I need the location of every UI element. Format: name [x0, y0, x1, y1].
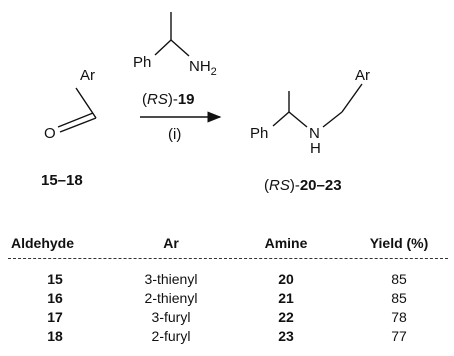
reagent-ph-label: Ph	[133, 54, 151, 71]
cell-amine: 21	[278, 290, 294, 306]
reaction-scheme: Ar O 15–18 Ph NH2 (RS)-19 (i) Ph N H Ar …	[41, 12, 370, 194]
cell-aldehyde: 15	[47, 271, 63, 287]
cell-yield: 85	[391, 271, 407, 287]
cell-aldehyde: 17	[47, 309, 63, 325]
cell-yield: 78	[391, 309, 407, 325]
table-divider	[8, 258, 448, 259]
cell-ar: 3-furyl	[151, 309, 191, 325]
cell-ar: 2-thienyl	[144, 290, 198, 306]
cell-aldehyde: 16	[47, 290, 63, 306]
product-compound-label: (RS)-20–23	[264, 177, 342, 194]
cell-ar: 2-furyl	[151, 328, 191, 344]
cell-aldehyde: 18	[47, 328, 63, 344]
reagent-structure: Ph NH2	[133, 12, 217, 78]
cell-amine: 20	[278, 271, 294, 287]
cell-amine: 23	[278, 328, 294, 344]
cell-amine: 22	[278, 309, 294, 325]
header-ar: Ar	[163, 235, 179, 251]
aldehyde-oxygen-label: O	[44, 125, 56, 142]
reaction-condition: (i)	[168, 126, 181, 143]
header-yield: Yield (%)	[369, 235, 429, 251]
cell-ar: 3-thienyl	[144, 271, 198, 287]
header-amine: Amine	[264, 235, 308, 251]
reagent-nh2-label: NH2	[189, 58, 217, 78]
product-ar-label: Ar	[355, 67, 370, 84]
aldehyde-structure: Ar O	[44, 67, 97, 142]
product-ph-label: Ph	[250, 125, 268, 142]
aldehyde-compound-label: 15–18	[41, 172, 83, 189]
header-aldehyde: Aldehyde	[11, 235, 75, 251]
product-n-label: N	[309, 125, 320, 142]
cell-yield: 85	[391, 290, 407, 306]
product-structure: Ph N H Ar	[250, 67, 370, 157]
reagent-compound-label: (RS)-19	[142, 91, 195, 108]
aldehyde-ar-label: Ar	[80, 67, 95, 84]
cell-yield: 77	[391, 328, 407, 344]
product-h-label: H	[310, 140, 321, 157]
